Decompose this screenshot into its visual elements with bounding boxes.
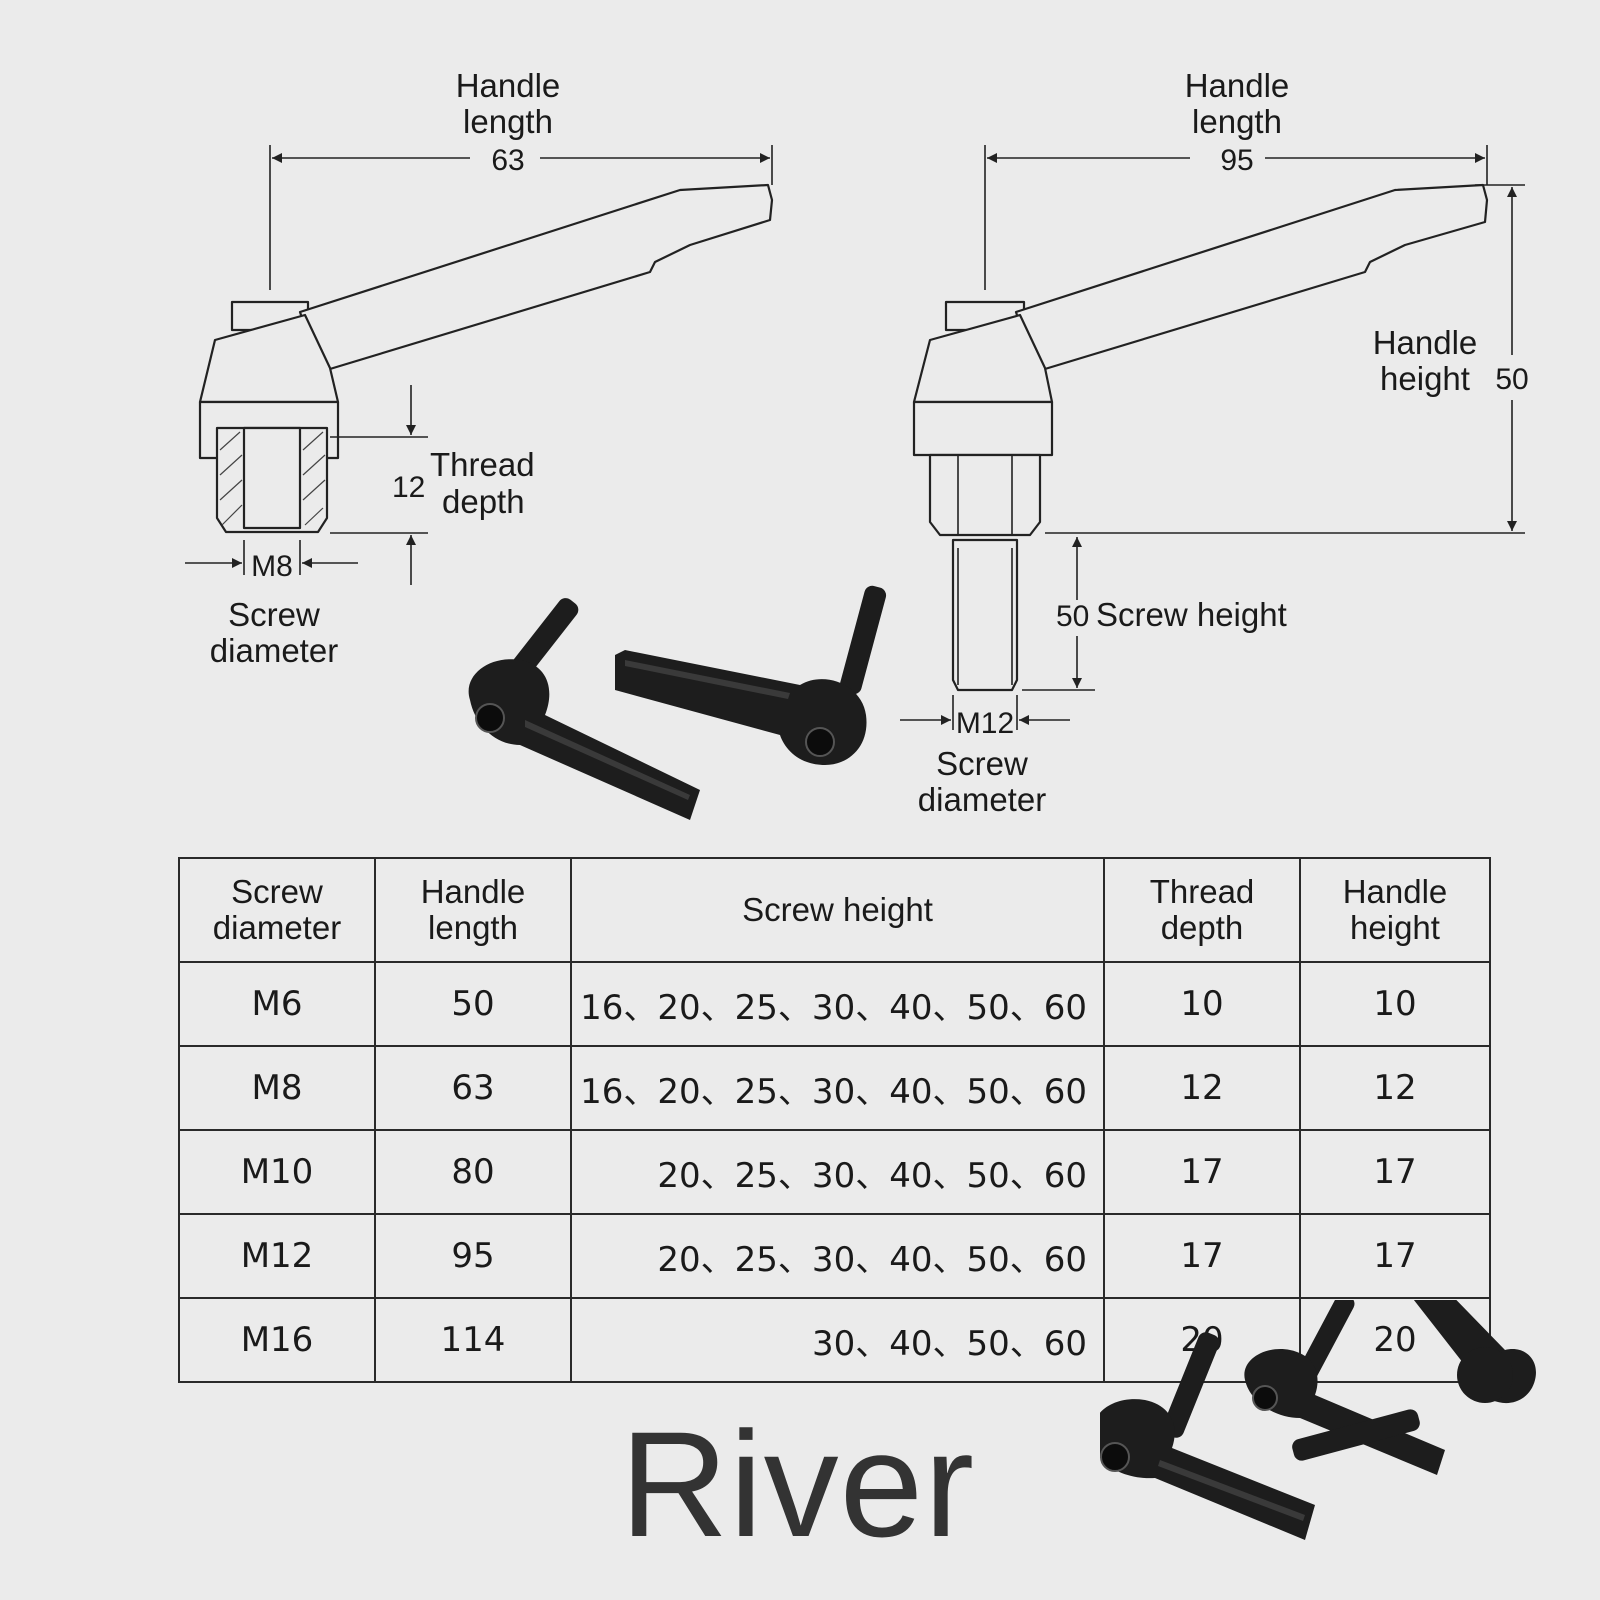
left-screw-label-1: Screw xyxy=(228,596,320,633)
cell-handle-height: 12 xyxy=(1299,1045,1491,1131)
left-screw-value: M8 xyxy=(251,550,293,583)
header-text: Handle xyxy=(420,873,526,910)
right-screw-height-value: 50 xyxy=(1056,600,1089,633)
product-photo-left-handle xyxy=(468,598,700,820)
header-text: diameter xyxy=(212,909,342,946)
left-handle-length-label-2: length xyxy=(463,103,553,140)
right-screw-label-2: diameter xyxy=(918,781,1046,818)
cell-handle-height: 17 xyxy=(1299,1129,1491,1215)
cell-screw-diameter: M8 xyxy=(178,1045,376,1131)
cell-screw-diameter: M16 xyxy=(178,1297,376,1383)
header-text: height xyxy=(1350,909,1440,946)
right-screw-height-label: Screw height xyxy=(1096,596,1287,633)
cell-screw-height: 30、40、50、60 xyxy=(570,1297,1105,1383)
header-text: depth xyxy=(1160,909,1244,946)
cell-screw-height: 20、25、30、40、50、60 xyxy=(570,1129,1105,1215)
product-photo-group xyxy=(1100,1300,1536,1540)
header-text: Screw xyxy=(231,873,323,910)
product-photo-handle-back xyxy=(1244,1300,1445,1475)
cell-thread-depth: 12 xyxy=(1103,1045,1301,1131)
col-header-screw-height: Screw height xyxy=(570,857,1105,963)
cell-screw-height: 20、25、30、40、50、60 xyxy=(570,1213,1105,1299)
header-text: Handle xyxy=(1342,873,1448,910)
cell-handle-height: 10 xyxy=(1299,961,1491,1047)
left-handle-length-label-1: Handle xyxy=(456,67,561,104)
cell-thread-depth: 17 xyxy=(1103,1213,1301,1299)
cell-screw-diameter: M12 xyxy=(178,1213,376,1299)
right-handle-length-label-2: length xyxy=(1192,103,1282,140)
cell-handle-length: 50 xyxy=(374,961,572,1047)
header-text: Thread xyxy=(1149,873,1255,910)
left-thread-depth-label-1: Thread xyxy=(430,446,535,483)
cell-handle-height: 17 xyxy=(1299,1213,1491,1299)
left-thread-depth-value: 12 xyxy=(392,471,425,504)
table-row: M16 114 30、40、50、60 20 20 xyxy=(178,1297,1491,1383)
product-photo-handle-side xyxy=(1292,1300,1536,1461)
left-handle-drawing: Handle length 63 12 Thread depth M8 Scr xyxy=(185,67,774,669)
right-screw-label-1: Screw xyxy=(936,745,1028,782)
right-handle-length-label-1: Handle xyxy=(1185,67,1290,104)
table-row: M8 63 16、20、25、30、40、50、60 12 12 xyxy=(178,1045,1491,1131)
cell-handle-length: 114 xyxy=(374,1297,572,1383)
left-handle-length-value: 63 xyxy=(491,144,524,177)
cell-thread-depth: 10 xyxy=(1103,961,1301,1047)
cell-screw-diameter: M6 xyxy=(178,961,376,1047)
cell-handle-length: 95 xyxy=(374,1213,572,1299)
right-handle-length-value: 95 xyxy=(1220,144,1253,177)
product-photo-right-handle xyxy=(615,585,887,765)
cell-screw-diameter: M10 xyxy=(178,1129,376,1215)
cell-screw-height: 16、20、25、30、40、50、60 xyxy=(570,1045,1105,1131)
left-screw-label-2: diameter xyxy=(210,632,338,669)
brand-logo-text: River xyxy=(620,1400,976,1568)
cell-handle-length: 80 xyxy=(374,1129,572,1215)
table-row: M6 50 16、20、25、30、40、50、60 10 10 xyxy=(178,961,1491,1047)
cell-handle-length: 63 xyxy=(374,1045,572,1131)
table-row: M10 80 20、25、30、40、50、60 17 17 xyxy=(178,1129,1491,1215)
header-text: Screw height xyxy=(742,891,933,928)
right-handle-height-label-2: height xyxy=(1380,360,1470,397)
product-photo-handle-front xyxy=(1100,1332,1315,1540)
left-thread-depth-label-2: depth xyxy=(442,483,525,520)
cell-screw-height: 16、20、25、30、40、50、60 xyxy=(570,961,1105,1047)
cell-thread-depth: 17 xyxy=(1103,1129,1301,1215)
right-screw-value: M12 xyxy=(956,707,1014,740)
right-handle-drawing: Handle length 95 50 Handle height 50 Scr… xyxy=(900,67,1529,818)
right-handle-height-label-1: Handle xyxy=(1373,324,1478,361)
right-handle-height-value: 50 xyxy=(1495,363,1528,396)
header-text: length xyxy=(428,909,518,946)
table-row: M12 95 20、25、30、40、50、60 17 17 xyxy=(178,1213,1491,1299)
